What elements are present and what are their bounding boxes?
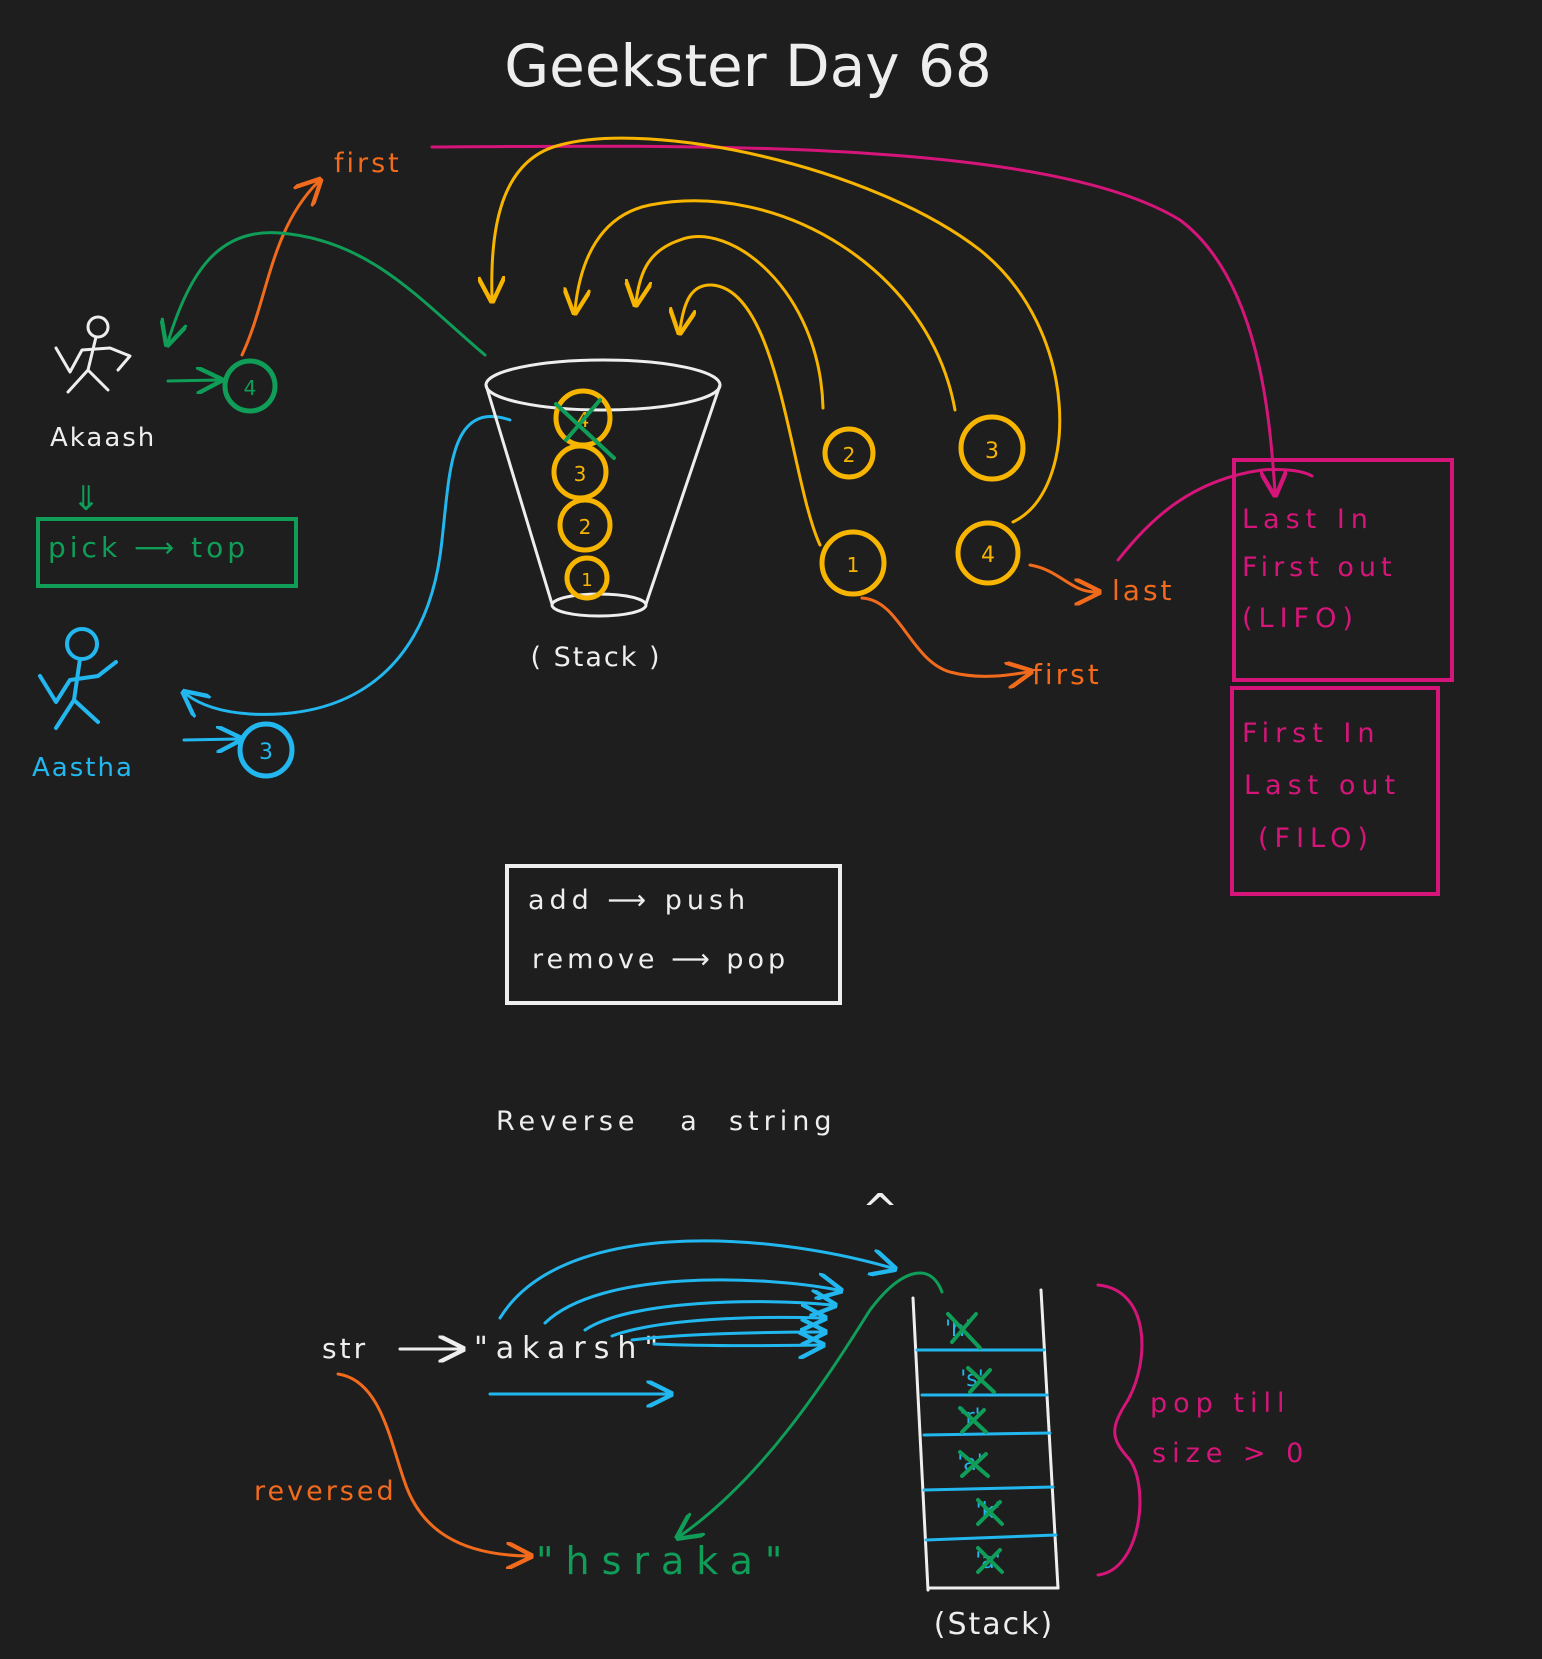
- pick-top-box: [36, 517, 298, 588]
- ops-add-push: add ⟶ push: [528, 885, 750, 916]
- filo-line-1: First In: [1242, 718, 1380, 749]
- page-title: Geekster Day 68: [504, 32, 992, 100]
- reversed-value: "hsraka": [536, 1539, 794, 1583]
- lifo-box: [1232, 458, 1454, 682]
- akash-ball: [222, 358, 278, 414]
- reversed-label: reversed: [254, 1476, 397, 1507]
- loose-ball-1-label: 1: [847, 553, 860, 577]
- pick-top-text: pick ⟶ top: [48, 531, 249, 564]
- tube-cell-crosses: [946, 1312, 1004, 1574]
- aastha-ball: [237, 721, 295, 779]
- lifo-line-2: First out: [1242, 552, 1397, 583]
- aastha-hand-arrow: [182, 739, 238, 740]
- pop-to-reversed-arrow: [680, 1271, 944, 1536]
- akash-first-arrow: [240, 182, 318, 357]
- aastha-name: Aastha: [32, 753, 134, 783]
- push-arrow-4: [492, 136, 1062, 524]
- lifo-line-1: Last In: [1242, 504, 1374, 535]
- aastha-figure: [38, 627, 118, 730]
- loose-ball-4-label: 4: [981, 543, 995, 568]
- reverse-heading: Reverse a string: [496, 1106, 837, 1137]
- akash-name: Akaash: [50, 423, 156, 453]
- str-label: str: [322, 1332, 368, 1365]
- loose-ball-3-label: 3: [985, 439, 999, 464]
- lifo-line-3: (LIFO): [1242, 603, 1359, 634]
- bucket-stack: [484, 358, 722, 618]
- loose-ball-2-label: 2: [843, 443, 856, 467]
- tube-cell-1: 'h': [945, 1317, 971, 1342]
- bucket-to-aastha-arrow: [186, 415, 512, 715]
- push-char-arrow-6: [652, 1344, 820, 1346]
- tube-stack: [911, 1288, 1060, 1592]
- push-arrow-1: [680, 283, 822, 547]
- push-char-arrow-2: [543, 1280, 838, 1325]
- reversed-arrow: [336, 1372, 528, 1556]
- pop-note-line-1: pop till: [1150, 1388, 1290, 1419]
- loose-ball-1: [819, 529, 887, 597]
- push-char-arrow-3: [583, 1302, 832, 1332]
- ops-box: [505, 864, 842, 1005]
- aastha-ball-label: 3: [259, 740, 273, 765]
- akash-ball-label: 4: [244, 376, 257, 400]
- ball-4-last-arrow: [1028, 563, 1096, 592]
- label-first-top: first: [334, 148, 402, 179]
- push-char-arrow-4: [610, 1317, 822, 1338]
- push-arrow-3: [575, 199, 957, 412]
- ball-1-first-arrow: [860, 596, 1028, 676]
- loose-ball-3: [958, 414, 1026, 482]
- push-char-arrow-1: [498, 1239, 892, 1320]
- akash-hand-arrow: [166, 380, 218, 381]
- bucket-ball-4-cross: [554, 398, 616, 460]
- tube-stack-label: (Stack): [934, 1607, 1054, 1642]
- label-first-bottom: first: [1032, 658, 1102, 691]
- str-value: "akarsh": [474, 1331, 666, 1366]
- pop-brace: [1096, 1283, 1144, 1577]
- lifo-arrow: [430, 144, 1275, 492]
- label-last: last: [1112, 574, 1175, 607]
- caret-mark: ^: [862, 1185, 899, 1236]
- filo-line-3: (FILO): [1258, 823, 1374, 854]
- bucket-ball-2: [557, 497, 613, 553]
- loose-ball-2: [822, 426, 876, 480]
- bucket-ball-2-label: 2: [579, 515, 592, 539]
- bucket-ball-3-label: 3: [574, 462, 587, 486]
- ops-remove-pop: remove ⟶ pop: [532, 944, 789, 975]
- pick-down-arrow: ⇓: [72, 479, 101, 519]
- filo-line-2: Last out: [1244, 770, 1401, 801]
- bucket-ball-1-label: 1: [581, 570, 592, 591]
- filo-box: [1230, 686, 1440, 896]
- bucket-ball-1: [564, 555, 610, 601]
- bucket-to-akash-arrow: [168, 231, 487, 357]
- tube-dividers: [915, 1348, 1058, 1542]
- akash-figure: [54, 315, 132, 394]
- loose-ball-4: [955, 520, 1021, 586]
- pop-note-line-2: size > 0: [1152, 1438, 1309, 1469]
- bucket-stack-label: ( Stack ): [531, 642, 662, 673]
- push-arrow-2: [636, 235, 825, 410]
